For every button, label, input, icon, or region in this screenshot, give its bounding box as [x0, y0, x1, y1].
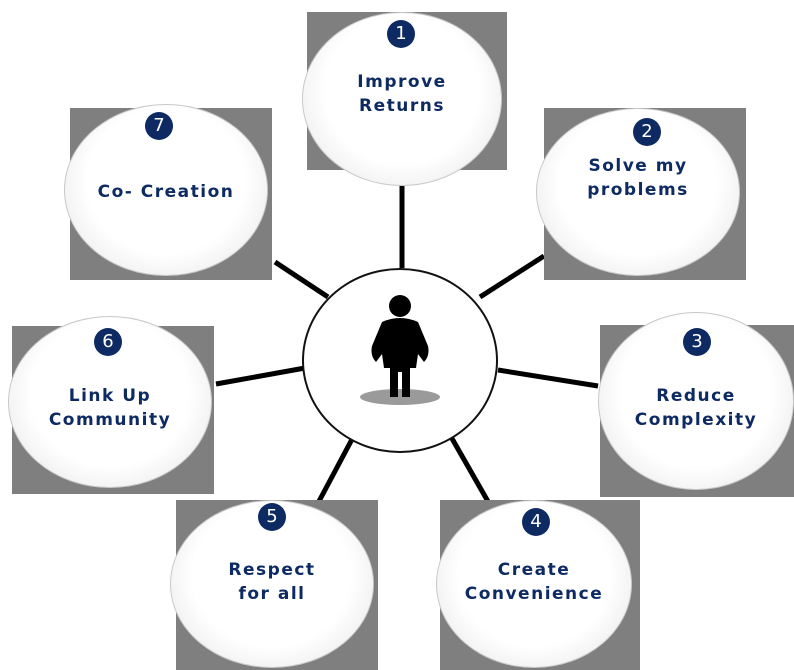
node-6-label-line-2: Community [48, 410, 172, 430]
node-2-label: Solve my problems [536, 154, 740, 202]
node-1-label-line-2: Returns [359, 96, 445, 116]
node-6-label: Link Up Community [4, 384, 216, 432]
node-7-label-line-1: Co- Creation [97, 182, 235, 202]
node-5-label: Respect for all [170, 558, 374, 606]
node-3-label-line-2: Complexity [634, 410, 758, 430]
connector-6 [215, 365, 306, 387]
node-6-label-line-1: Link Up [68, 386, 152, 406]
center-hub [302, 268, 498, 453]
node-3-label-line-1: Reduce [656, 386, 736, 406]
node-6-number-badge: 6 [94, 328, 122, 356]
connector-4 [443, 426, 493, 507]
node-3-number-badge: 3 [683, 328, 711, 356]
connector-2 [478, 253, 546, 300]
node-1-number-badge: 1 [387, 20, 415, 48]
node-2-label-line-2: problems [587, 180, 689, 200]
node-1-label: Improve Returns [302, 70, 502, 118]
node-2-number-badge: 2 [633, 118, 661, 146]
node-2-label-line-1: Solve my [588, 156, 688, 176]
node-3-label: Reduce Complexity [592, 384, 794, 432]
node-7-label: Co- Creation [64, 180, 268, 204]
node-4-number-badge: 4 [522, 508, 550, 536]
node-4-label-line-2: Convenience [464, 584, 604, 604]
person-icon [360, 295, 440, 405]
node-5-label-line-2: for all [238, 584, 306, 604]
connector-3 [497, 367, 599, 389]
node-1-label-line-1: Improve [357, 72, 447, 92]
node-3-bubble [598, 312, 794, 490]
connector-7 [273, 259, 330, 300]
node-5-label-line-1: Respect [228, 560, 316, 580]
node-4-label: Create Convenience [430, 558, 638, 606]
node-4-label-line-1: Create [497, 560, 571, 580]
node-5-number-badge: 5 [258, 503, 286, 531]
node-7-number-badge: 7 [145, 112, 173, 140]
